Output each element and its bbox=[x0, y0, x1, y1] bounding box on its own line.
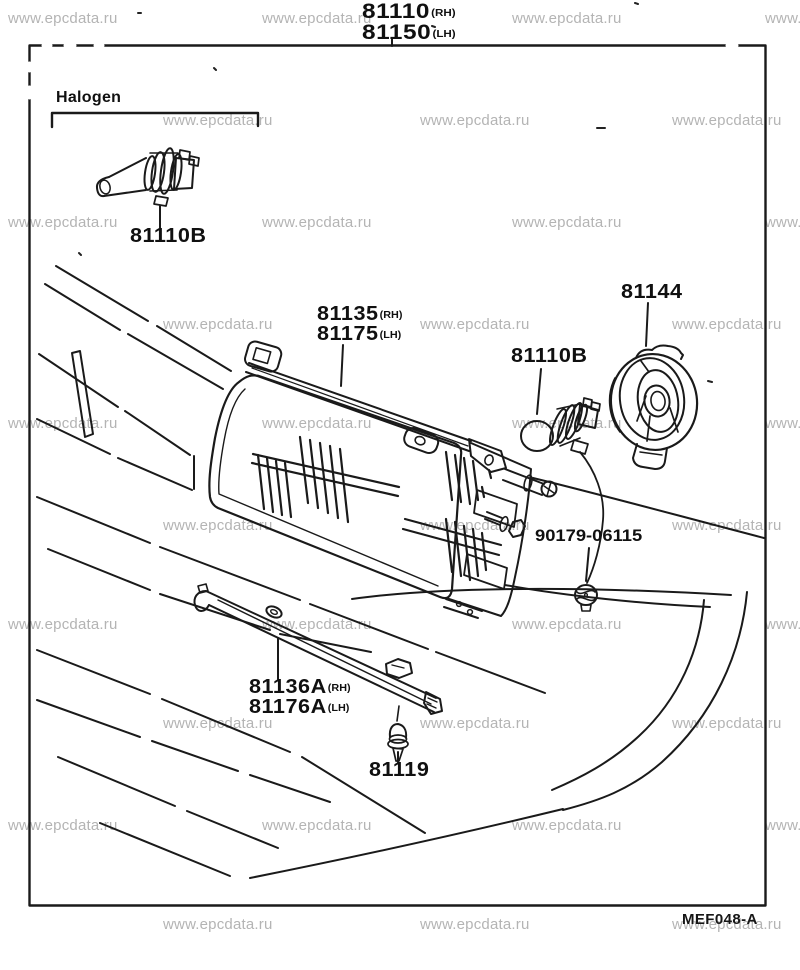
callout-bulb-side: 81110B bbox=[511, 345, 588, 367]
part-number: 81135 bbox=[317, 303, 379, 325]
leader-lines bbox=[159, 38, 649, 763]
side-tag: (RH) bbox=[327, 683, 351, 694]
leader-retainer-ring bbox=[645, 302, 649, 347]
part-number: 81175 bbox=[317, 323, 379, 345]
leader-mounting-nut bbox=[585, 547, 590, 582]
halogen-caption: Halogen bbox=[56, 89, 122, 106]
side-tag: (LH) bbox=[379, 330, 402, 341]
headlamp-unit-drawing bbox=[208, 340, 605, 619]
callout-bulb-front: 81110B bbox=[130, 225, 207, 247]
part-number: 81144 bbox=[621, 281, 683, 303]
part-number: 81110 bbox=[362, 0, 430, 23]
callout-moulding: 81136A(RH) 81176A(LH) bbox=[249, 676, 351, 719]
part-number: 81176A bbox=[249, 696, 327, 718]
halogen-bulb-side-drawing bbox=[520, 397, 601, 455]
side-tag: (RH) bbox=[431, 8, 456, 19]
part-number: 81110B bbox=[130, 225, 207, 247]
side-tag: (LH) bbox=[432, 29, 456, 40]
part-number: 81136A bbox=[249, 676, 327, 698]
callout-moulding-screw: 81119 bbox=[369, 759, 430, 781]
bumper-lines bbox=[36, 477, 765, 879]
part-number: 90179-06115 bbox=[535, 526, 643, 545]
leader-bulb-side bbox=[536, 368, 542, 415]
moulding-drawing bbox=[193, 583, 443, 722]
part-number: 81119 bbox=[369, 759, 430, 781]
callout-retainer-ring: 81144 bbox=[621, 281, 683, 303]
part-number: 81150 bbox=[362, 21, 432, 44]
scan-specks bbox=[78, 2, 713, 383]
lens-hatching bbox=[250, 435, 503, 582]
side-tag: (RH) bbox=[379, 310, 403, 321]
callout-headlamp-unit: 81135(RH) 81175(LH) bbox=[317, 303, 403, 346]
body-panel-lines bbox=[36, 265, 232, 491]
retainer-ring-drawing bbox=[608, 344, 699, 470]
mounting-nut-drawing bbox=[574, 584, 598, 612]
side-tag: (LH) bbox=[327, 703, 350, 714]
callout-mounting-nut: 90179-06115 bbox=[535, 527, 642, 545]
part-number: 81110B bbox=[511, 345, 588, 367]
halogen-bracket bbox=[50, 111, 260, 129]
leader-headlamp-unit bbox=[340, 344, 344, 387]
diagram-code: MEF048-A bbox=[682, 911, 758, 928]
frame-border bbox=[27, 43, 767, 907]
callout-assembly: 81110(RH) 81150(LH) bbox=[362, 0, 456, 45]
halogen-bulb-front-drawing bbox=[95, 147, 200, 207]
